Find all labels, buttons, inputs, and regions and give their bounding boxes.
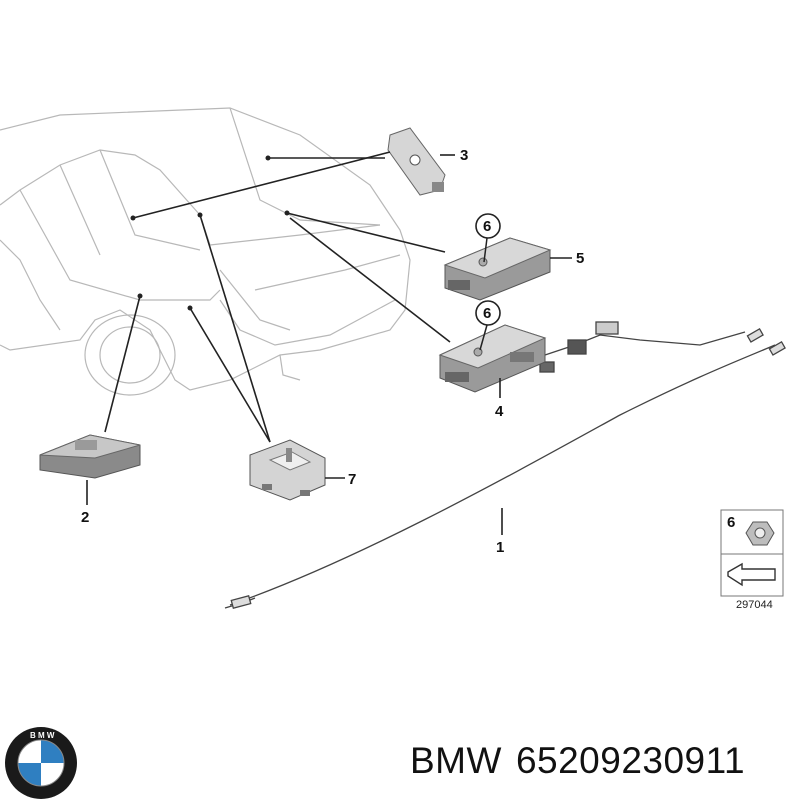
callout-4: 4 [495, 403, 504, 420]
part-5-receiver [443, 237, 552, 301]
part-7-bracket [249, 439, 326, 501]
logo-lettering: B M W [30, 731, 55, 740]
callout-7: 7 [348, 471, 356, 488]
bmw-logo: B M W [5, 727, 77, 799]
brand-name: BMW [410, 740, 502, 781]
legend-box: 6 297044 [720, 509, 784, 611]
antenna-cable [224, 321, 786, 609]
leader-dots [130, 155, 290, 311]
part-3-module [387, 127, 446, 196]
part-number: 65209230911 [515, 740, 746, 781]
callout-5: 5 [576, 250, 584, 267]
legend-item-number: 6 [727, 514, 735, 531]
part-4-receiver [438, 324, 547, 393]
callout-2: 2 [81, 509, 89, 526]
badge-6-lower: 6 [475, 300, 501, 351]
badge-6-upper-label: 6 [483, 218, 491, 235]
callout-3: 3 [460, 147, 468, 164]
footer-label: BMW 65209230911 [410, 740, 759, 782]
badge-6-lower-label: 6 [483, 305, 491, 322]
arrow-icon [727, 562, 776, 587]
nut-icon [745, 521, 775, 546]
legend-code: 297044 [736, 599, 773, 611]
car-outline [0, 107, 411, 396]
part-2-module [39, 434, 141, 479]
leader-lines [86, 151, 572, 535]
callout-1: 1 [496, 539, 504, 556]
badge-6-upper: 6 [475, 213, 501, 263]
